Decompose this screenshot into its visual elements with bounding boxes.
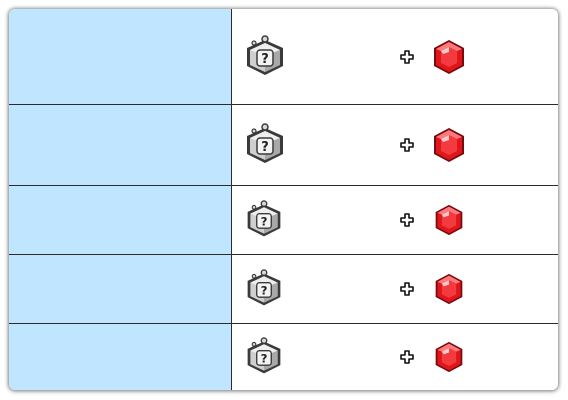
table-row: ? xyxy=(9,9,558,104)
svg-text:?: ? xyxy=(261,214,268,228)
table-row: ? xyxy=(9,104,558,185)
row-label xyxy=(9,186,232,254)
mystery-stone-icon[interactable]: ? xyxy=(241,123,289,167)
svg-text:?: ? xyxy=(261,283,268,297)
mystery-stone-icon[interactable]: ? xyxy=(241,34,289,79)
row-label xyxy=(9,255,232,323)
svg-text:?: ? xyxy=(261,52,269,67)
row-content: ? xyxy=(233,324,558,390)
row-content: ? xyxy=(233,186,558,254)
table-row: ? xyxy=(9,254,558,323)
table-row: ? xyxy=(9,185,558,254)
red-gem-icon[interactable] xyxy=(431,126,467,164)
table-row: ? xyxy=(9,323,558,390)
red-gem-icon[interactable] xyxy=(431,38,467,76)
svg-text:?: ? xyxy=(261,140,269,155)
row-label xyxy=(9,9,232,104)
red-gem-icon[interactable] xyxy=(433,340,465,374)
row-content: ? xyxy=(233,9,558,104)
plus-icon xyxy=(400,213,414,227)
mystery-stone-icon[interactable]: ? xyxy=(242,200,286,240)
row-label xyxy=(9,324,232,390)
combination-table: ? xyxy=(9,9,558,390)
row-content: ? xyxy=(233,255,558,323)
plus-icon xyxy=(400,350,414,364)
svg-text:?: ? xyxy=(261,351,268,365)
plus-icon xyxy=(400,49,414,64)
row-label xyxy=(9,105,232,185)
mystery-stone-icon[interactable]: ? xyxy=(242,337,286,377)
plus-icon xyxy=(400,282,414,296)
plus-icon xyxy=(400,138,414,152)
row-content: ? xyxy=(233,105,558,185)
red-gem-icon[interactable] xyxy=(433,272,465,306)
red-gem-icon[interactable] xyxy=(433,203,465,237)
mystery-stone-icon[interactable]: ? xyxy=(242,269,286,309)
